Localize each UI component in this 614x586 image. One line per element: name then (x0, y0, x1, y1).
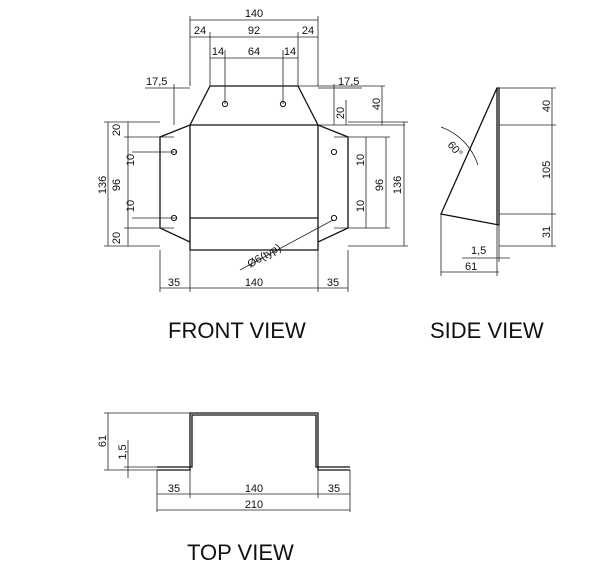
dim-side-31: 31 (541, 226, 553, 238)
dim-side-105: 105 (541, 161, 553, 179)
dim-inner-14-right: 14 (284, 46, 296, 58)
dim-right-10-lower: 10 (355, 200, 367, 212)
side-view-label: SIDE VIEW (430, 318, 544, 343)
top-view-label: TOP VIEW (187, 540, 294, 565)
dim-right-10-upper: 10 (355, 154, 367, 166)
dim-top-92: 92 (248, 25, 260, 37)
dim-top-view-35-left: 35 (168, 483, 180, 495)
dim-top-view-210: 210 (245, 499, 263, 511)
top-profile-outer (157, 412, 350, 471)
hole-right-upper (330, 148, 338, 156)
dim-left-96: 96 (111, 179, 123, 191)
dim-left-10-upper: 10 (125, 154, 137, 166)
angle-arc (440, 126, 479, 166)
dim-top-140: 140 (245, 8, 263, 20)
dim-right-20: 20 (335, 107, 347, 119)
dim-top-24-left: 24 (194, 25, 206, 37)
dim-bottom-35-right: 35 (327, 277, 339, 289)
dim-bottom-140: 140 (245, 277, 263, 289)
hole-note: Ø6(typ) (246, 242, 284, 271)
dim-side-40: 40 (541, 100, 553, 112)
dim-inner-14-left: 14 (212, 46, 224, 58)
dim-top-view-61: 61 (97, 435, 109, 447)
dim-inner-64: 64 (248, 46, 260, 58)
dim-left-20-bottom: 20 (111, 232, 123, 244)
dim-side-61: 61 (465, 261, 477, 273)
front-view: 140 24 92 24 14 64 14 17,5 17,5 20 40 13… (97, 8, 408, 343)
dim-left-10-lower: 10 (125, 200, 137, 212)
top-profile-inner (157, 414, 350, 468)
dim-left-136: 136 (97, 176, 109, 194)
side-profile (440, 87, 500, 226)
dim-top-view-35-right: 35 (328, 483, 340, 495)
hole-leader (239, 219, 334, 271)
dim-flange-right: 17,5 (338, 76, 359, 88)
dim-left-20-top: 20 (111, 124, 123, 136)
hole-right-lower (330, 214, 338, 222)
dim-top-24-right: 24 (302, 25, 314, 37)
dim-bottom-35-left: 35 (168, 277, 180, 289)
top-view: 61 1,5 35 140 35 210 TOP VIEW (97, 412, 351, 565)
dim-top-view-140: 140 (245, 483, 263, 495)
dim-side-thickness: 1,5 (471, 245, 486, 257)
dim-right-136: 136 (392, 176, 404, 194)
angle-label: 60° (445, 139, 465, 159)
dim-right-40: 40 (371, 98, 383, 110)
dim-right-96: 96 (374, 179, 386, 191)
front-view-label: FRONT VIEW (168, 318, 306, 343)
side-view: 60° 40 105 31 1,5 61 SIDE VIEW (430, 87, 556, 343)
dim-top-view-thickness: 1,5 (117, 444, 129, 459)
dim-flange-left: 17,5 (146, 76, 167, 88)
front-outline (159, 85, 349, 251)
